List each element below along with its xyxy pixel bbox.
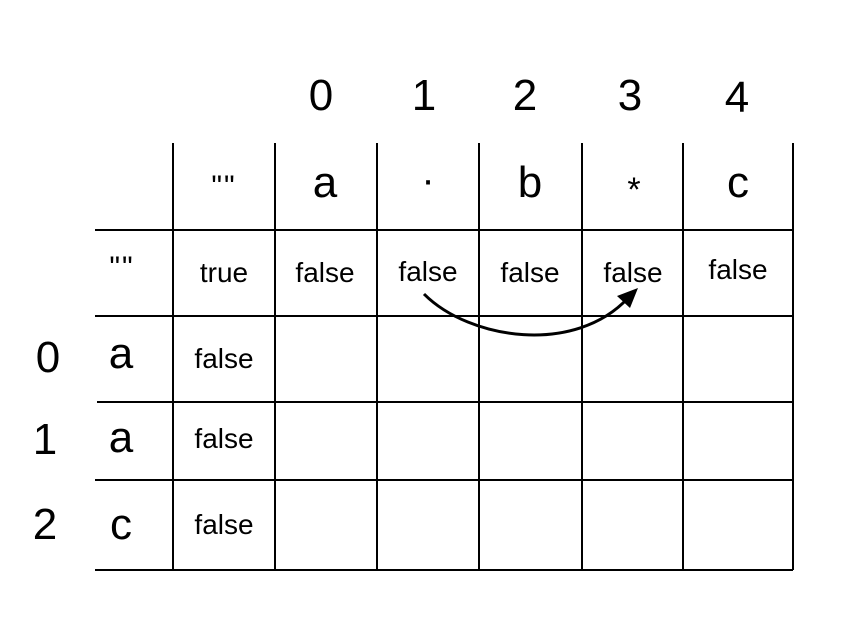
transition-arrow bbox=[422, 292, 630, 337]
cell-value: false bbox=[708, 254, 768, 285]
string-header-char: c bbox=[110, 500, 132, 549]
pattern-header-char: a bbox=[312, 158, 338, 207]
column-index: 2 bbox=[512, 71, 538, 120]
pattern-header-char: · bbox=[421, 158, 435, 202]
column-index: 1 bbox=[411, 71, 437, 120]
row-index: 2 bbox=[32, 500, 58, 549]
pattern-header-char: b bbox=[517, 158, 543, 207]
row-index: 1 bbox=[32, 415, 58, 464]
string-header-empty: "" bbox=[109, 251, 135, 284]
column-index: 0 bbox=[308, 71, 334, 120]
cell-value: false bbox=[295, 257, 355, 288]
row-index: 0 bbox=[35, 333, 61, 382]
cell-value: false bbox=[398, 256, 458, 287]
column-index: 3 bbox=[617, 71, 643, 120]
arrow-head-icon bbox=[617, 288, 638, 308]
cell-value: false bbox=[194, 509, 254, 540]
cell-value: false bbox=[603, 257, 663, 288]
cell-value: false bbox=[194, 343, 254, 374]
cell-value: false bbox=[500, 257, 560, 288]
column-index: 4 bbox=[724, 73, 750, 122]
string-header-char: a bbox=[108, 413, 134, 462]
cell-value: true bbox=[199, 257, 249, 288]
pattern-header-empty: "" bbox=[211, 170, 237, 203]
string-header-char: a bbox=[108, 329, 134, 378]
pattern-header-char: c bbox=[727, 158, 749, 207]
pattern-header-char: * bbox=[627, 171, 641, 209]
cell-value: false bbox=[194, 423, 254, 454]
